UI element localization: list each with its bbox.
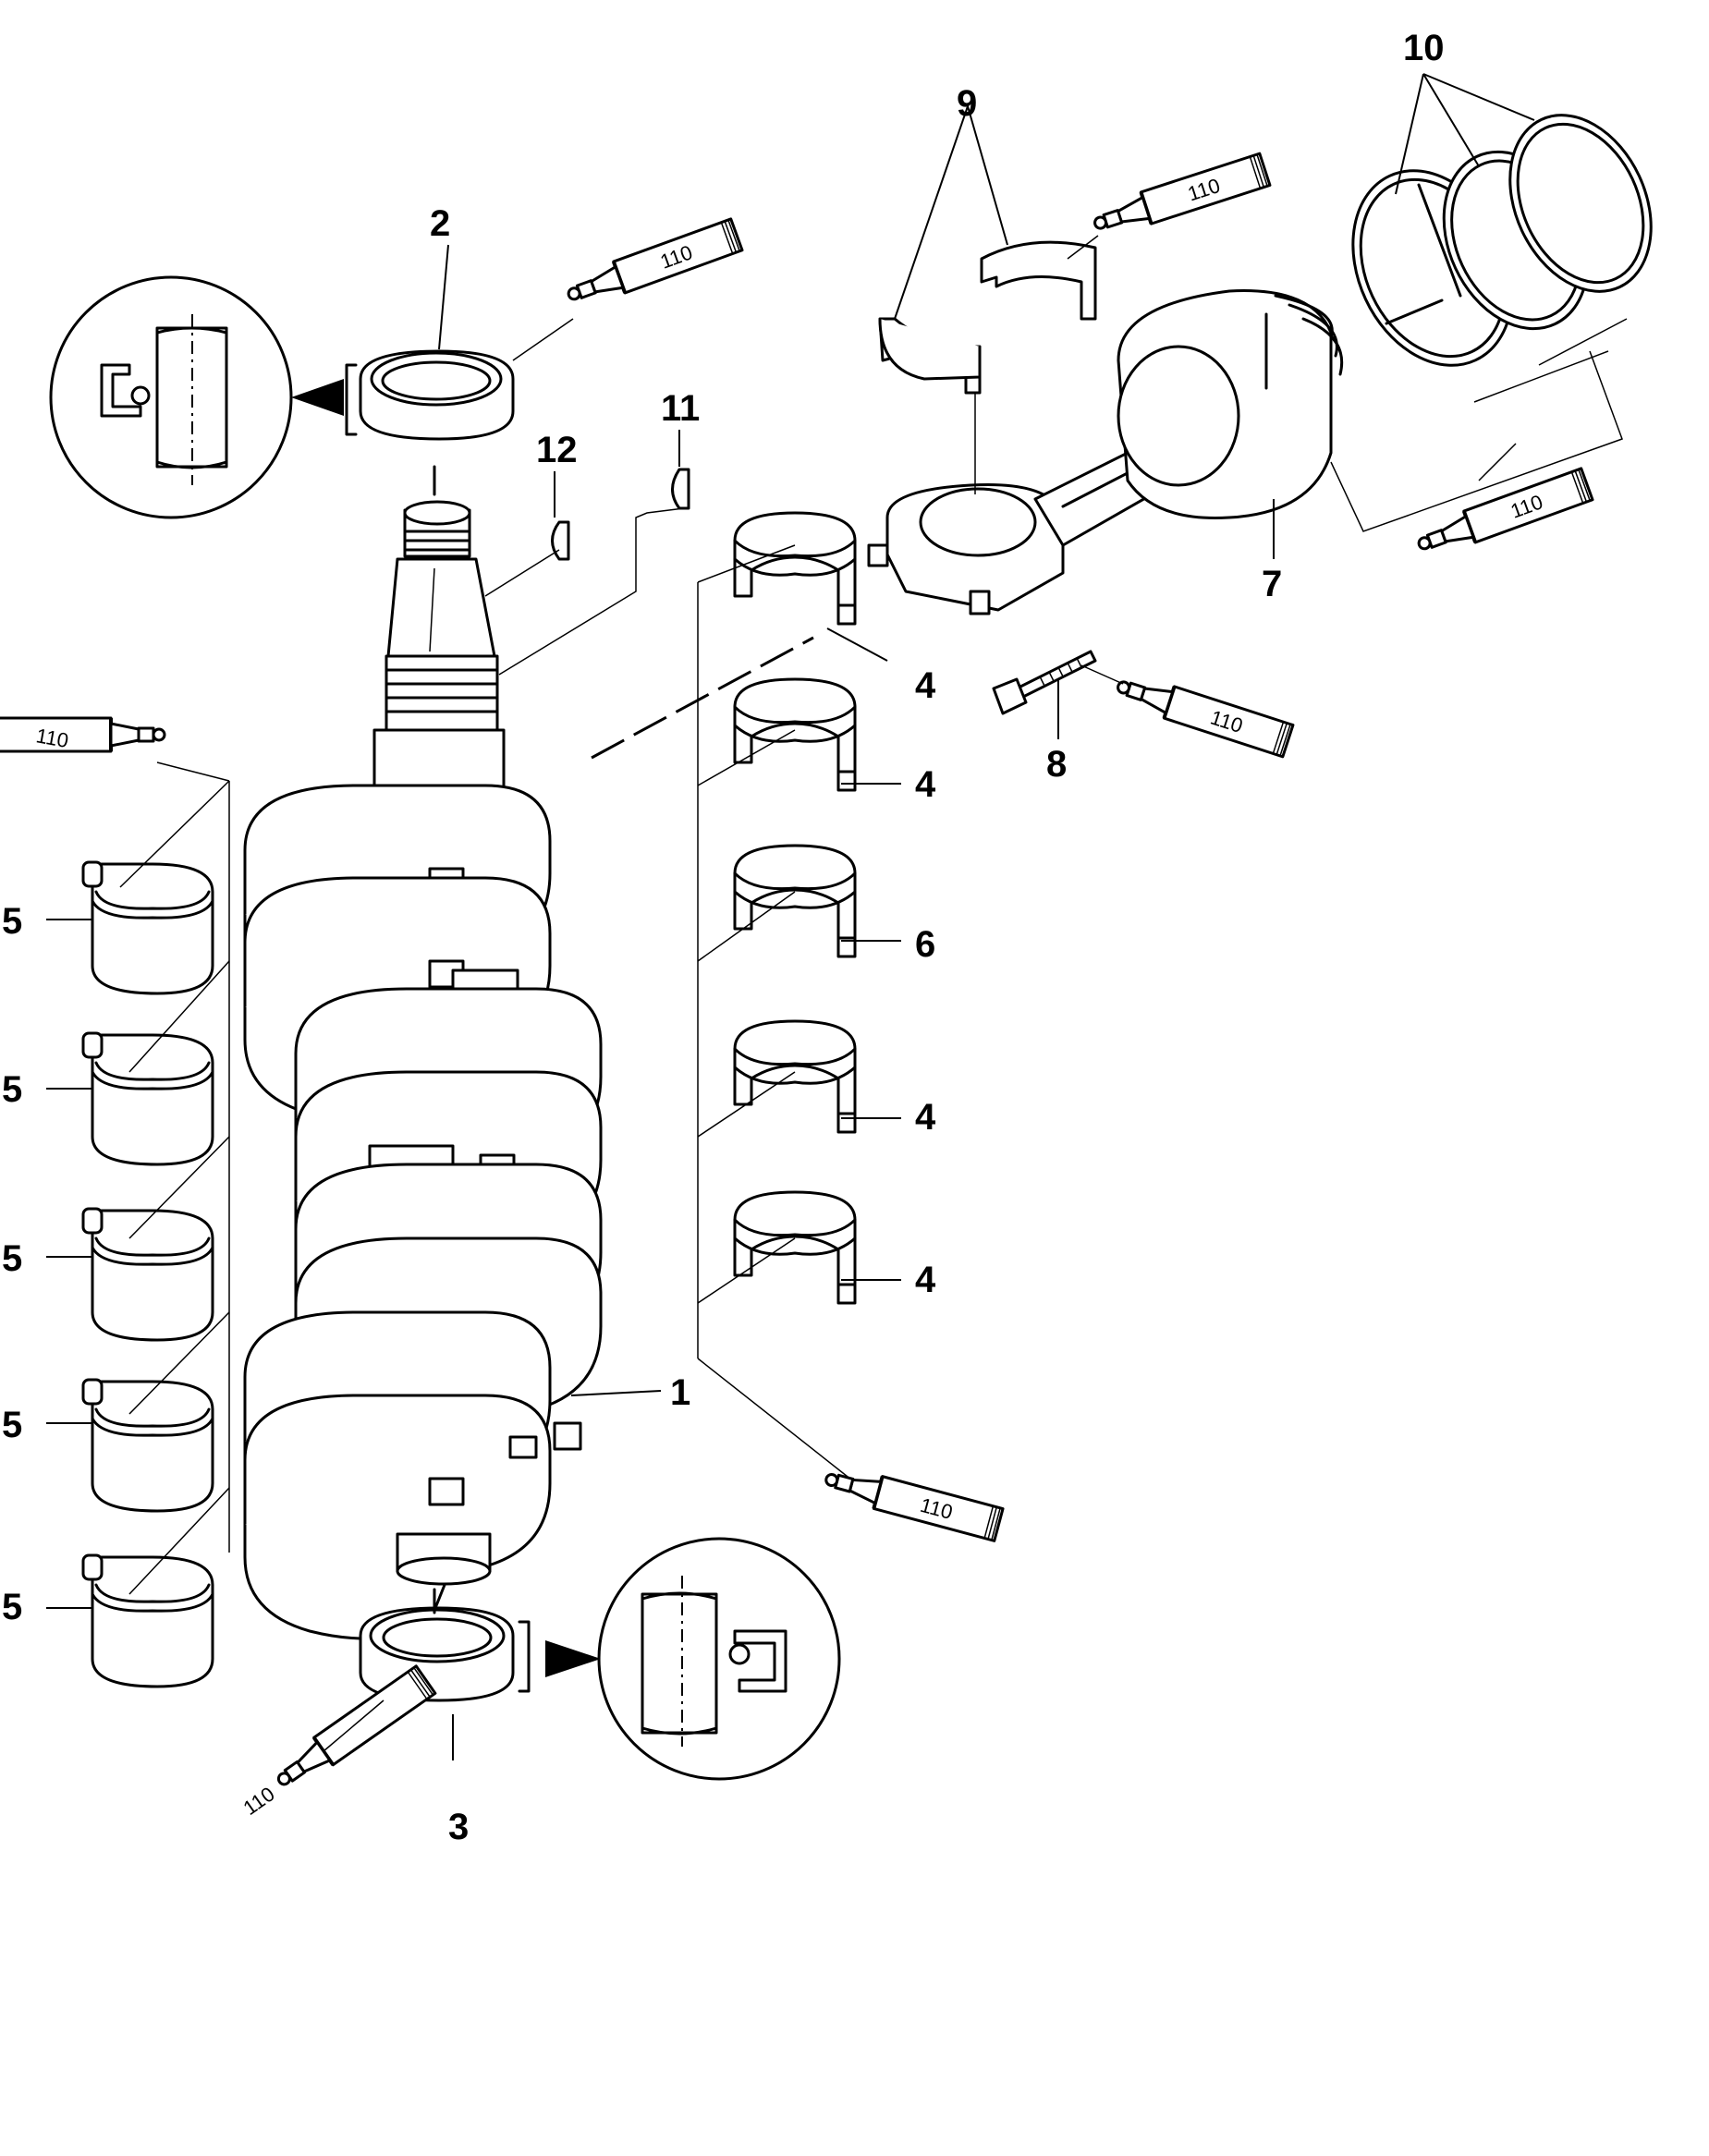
lubricant-tube-rod-bearing: 110 bbox=[1088, 152, 1272, 243]
callout-4: 4 bbox=[915, 665, 936, 706]
connecting-rod-assembly bbox=[867, 289, 1344, 615]
callout-3: 3 bbox=[448, 1807, 469, 1847]
main-bearing-upper-2 bbox=[733, 677, 857, 792]
lubricant-tube-rings: 110 bbox=[1411, 466, 1595, 563]
crankshaft bbox=[243, 500, 603, 1640]
callout-12: 12 bbox=[536, 430, 578, 470]
lubricant-tube-seal-front: 110 bbox=[561, 216, 745, 313]
callout-2: 2 bbox=[430, 203, 450, 244]
callout-5: 5 bbox=[2, 1238, 22, 1279]
piston-rings bbox=[1351, 114, 1653, 367]
callout-8: 8 bbox=[1046, 744, 1067, 785]
callout-4: 4 bbox=[915, 1097, 936, 1138]
woodruff-key-12 bbox=[551, 520, 570, 561]
lubricant-code: 110 bbox=[239, 1782, 279, 1820]
front-seal-detail bbox=[49, 275, 344, 519]
thrust-bearing-upper bbox=[733, 844, 857, 958]
callout-5: 5 bbox=[2, 1069, 22, 1110]
main-bearing-upper-4 bbox=[733, 1190, 857, 1305]
callout-1: 1 bbox=[670, 1372, 690, 1413]
lubricant-tube-upper-bearings: 110 bbox=[820, 1460, 1006, 1543]
callout-4: 4 bbox=[915, 1260, 936, 1300]
callout-11: 11 bbox=[661, 388, 700, 429]
callout-6: 6 bbox=[915, 924, 935, 965]
rear-oil-seal bbox=[359, 1606, 531, 1702]
main-bearing-lower-4 bbox=[81, 1378, 214, 1513]
rear-seal-detail bbox=[545, 1537, 841, 1781]
main-bearing-upper-3 bbox=[733, 1019, 857, 1134]
main-bearing-lower-2 bbox=[81, 1031, 214, 1166]
main-bearing-lower-3 bbox=[81, 1207, 214, 1342]
callout-7: 7 bbox=[1262, 564, 1282, 604]
callout-10: 10 bbox=[1403, 28, 1445, 68]
callout-9: 9 bbox=[957, 83, 977, 124]
lubricant-code: 110 bbox=[34, 724, 70, 752]
woodruff-key-11 bbox=[671, 468, 690, 510]
callout-4: 4 bbox=[915, 764, 936, 805]
callout-5: 5 bbox=[2, 1405, 22, 1445]
callout-5: 5 bbox=[2, 1587, 22, 1627]
main-bearing-upper-1 bbox=[733, 511, 857, 626]
callout-5: 5 bbox=[2, 901, 22, 942]
lubricant-tube-rod-bolt: 110 bbox=[1111, 667, 1295, 759]
lubricant-tube-seal-rear bbox=[268, 1663, 437, 1798]
rod-bearing-lower bbox=[878, 317, 982, 395]
main-bearing-lower-1 bbox=[81, 860, 214, 995]
front-oil-seal bbox=[345, 349, 515, 441]
lubricant-tube-main-bearings bbox=[0, 716, 166, 753]
rod-bearing-upper bbox=[980, 240, 1097, 321]
rod-bolt bbox=[992, 650, 1097, 715]
